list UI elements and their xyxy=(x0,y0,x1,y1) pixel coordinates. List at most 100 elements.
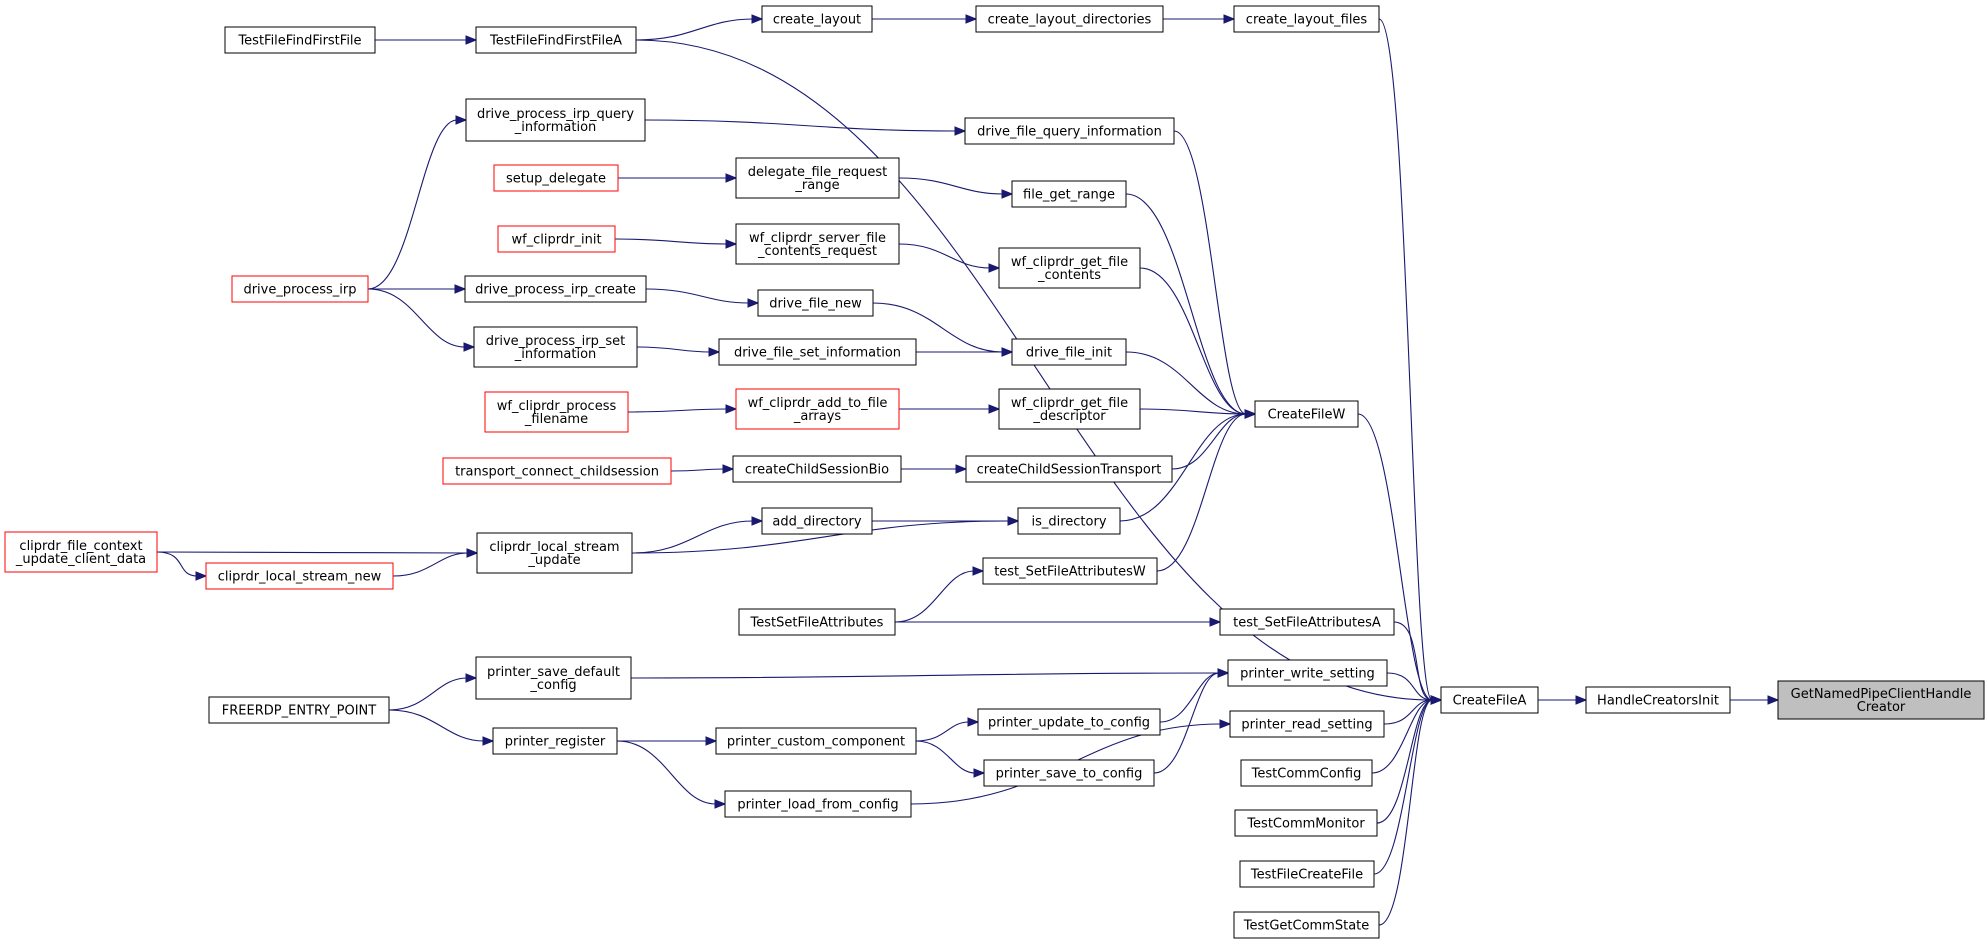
node-box[interactable] xyxy=(1011,180,1127,208)
node-wf-cliprdr-get-file-contents[interactable]: wf_cliprdr_get_file_contents xyxy=(998,247,1141,289)
node-box[interactable] xyxy=(4,531,158,573)
node-create-layout-files[interactable]: create_layout_files xyxy=(1233,5,1380,33)
node-createchildsessiontransport[interactable]: createChildSessionTransport xyxy=(965,455,1173,483)
node-box[interactable] xyxy=(738,608,896,636)
node-printer-write-setting[interactable]: printer_write_setting xyxy=(1227,659,1388,687)
node-box[interactable] xyxy=(998,247,1141,289)
node-file-get-range[interactable]: file_get_range xyxy=(1011,180,1127,208)
node-box[interactable] xyxy=(1234,809,1378,837)
node-box[interactable] xyxy=(465,98,646,142)
node-box[interactable] xyxy=(1240,759,1373,787)
node-handlecreatorsinit[interactable]: HandleCreatorsInit xyxy=(1585,686,1731,714)
node-testgetcommstate[interactable]: TestGetCommState xyxy=(1233,911,1380,939)
node-testcommconfig[interactable]: TestCommConfig xyxy=(1240,759,1373,787)
node-box[interactable] xyxy=(982,557,1158,585)
node-drive-file-new[interactable]: drive_file_new xyxy=(757,289,874,317)
node-box[interactable] xyxy=(1233,5,1380,33)
node-printer-custom-component[interactable]: printer_custom_component xyxy=(715,727,917,755)
node-drive-file-set-information[interactable]: drive_file_set_information xyxy=(718,338,917,366)
node-box[interactable] xyxy=(715,727,917,755)
node-box[interactable] xyxy=(761,5,873,33)
node-cliprdr-local-stream-new[interactable]: cliprdr_local_stream_new xyxy=(205,562,394,590)
node-drive-process-irp-create[interactable]: drive_process_irp_create xyxy=(464,275,647,303)
node-wf-cliprdr-add-to-file-arrays[interactable]: wf_cliprdr_add_to_file_arrays xyxy=(735,388,900,430)
node-box[interactable] xyxy=(977,708,1161,736)
node-drive-file-query-information[interactable]: drive_file_query_information xyxy=(964,117,1175,145)
node-drive-file-init[interactable]: drive_file_init xyxy=(1011,338,1127,366)
node-box[interactable] xyxy=(757,289,874,317)
node-box[interactable] xyxy=(1440,686,1539,714)
node-cliprdr-local-stream-update[interactable]: cliprdr_local_stream_update xyxy=(476,532,633,574)
node-is-directory[interactable]: is_directory xyxy=(1017,507,1121,535)
node-drive-process-irp[interactable]: drive_process_irp xyxy=(231,275,369,303)
node-box[interactable] xyxy=(1219,608,1395,636)
node-box[interactable] xyxy=(964,117,1175,145)
node-test-setfileattributesw[interactable]: test_SetFileAttributesW xyxy=(982,557,1158,585)
node-box[interactable] xyxy=(1011,338,1127,366)
node-box[interactable] xyxy=(735,388,900,430)
node-box[interactable] xyxy=(735,223,900,265)
node-printer-update-to-config[interactable]: printer_update_to_config xyxy=(977,708,1161,736)
node-create-layout-directories[interactable]: create_layout_directories xyxy=(975,5,1164,33)
node-box[interactable] xyxy=(1233,911,1380,939)
node-box[interactable] xyxy=(718,338,917,366)
node-testsetfileattributes[interactable]: TestSetFileAttributes xyxy=(738,608,896,636)
node-printer-read-setting[interactable]: printer_read_setting xyxy=(1229,710,1385,738)
node-box[interactable] xyxy=(1227,659,1388,687)
node-printer-load-from-config[interactable]: printer_load_from_config xyxy=(724,790,912,818)
node-box[interactable] xyxy=(476,532,633,574)
node-test-setfileattributesa[interactable]: test_SetFileAttributesA xyxy=(1219,608,1395,636)
node-wf-cliprdr-get-file-descriptor[interactable]: wf_cliprdr_get_file_descriptor xyxy=(998,388,1141,430)
node-printer-register[interactable]: printer_register xyxy=(492,727,618,755)
node-testfilefindfirstfile[interactable]: TestFileFindFirstFile xyxy=(224,26,376,54)
node-box[interactable] xyxy=(484,391,629,433)
node-box[interactable] xyxy=(497,225,616,253)
node-wf-cliprdr-process-filename[interactable]: wf_cliprdr_process_filename xyxy=(484,391,629,433)
node-box[interactable] xyxy=(1585,686,1731,714)
node-box[interactable] xyxy=(1254,400,1359,428)
node-freerdp-entry-point[interactable]: FREERDP_ENTRY_POINT xyxy=(208,696,390,724)
node-wf-cliprdr-init[interactable]: wf_cliprdr_init xyxy=(497,225,616,253)
node-box[interactable] xyxy=(983,759,1155,787)
node-createfilea[interactable]: CreateFileA xyxy=(1440,686,1539,714)
node-box[interactable] xyxy=(1239,860,1375,888)
node-box[interactable] xyxy=(732,455,902,483)
node-box[interactable] xyxy=(1017,507,1121,535)
node-setup-delegate[interactable]: setup_delegate xyxy=(493,164,619,192)
node-delegate-file-request-range[interactable]: delegate_file_request_range xyxy=(735,157,900,199)
node-box[interactable] xyxy=(473,326,638,368)
node-box[interactable] xyxy=(475,656,632,700)
node-box[interactable] xyxy=(724,790,912,818)
node-box[interactable] xyxy=(205,562,394,590)
node-box[interactable] xyxy=(224,26,376,54)
node-box[interactable] xyxy=(493,164,619,192)
node-create-layout[interactable]: create_layout xyxy=(761,5,873,33)
node-createchildsessionbio[interactable]: createChildSessionBio xyxy=(732,455,902,483)
node-box[interactable] xyxy=(1229,710,1385,738)
node-box[interactable] xyxy=(965,455,1173,483)
node-box[interactable] xyxy=(464,275,647,303)
node-box[interactable] xyxy=(998,388,1141,430)
node-testfilecreatefile[interactable]: TestFileCreateFile xyxy=(1239,860,1375,888)
node-box[interactable] xyxy=(1777,680,1985,720)
node-createfilew[interactable]: CreateFileW xyxy=(1254,400,1359,428)
node-testfilefindfirstfilea[interactable]: TestFileFindFirstFileA xyxy=(475,26,637,54)
node-wf-cliprdr-server-file-contents-request[interactable]: wf_cliprdr_server_file_contents_request xyxy=(735,223,900,265)
node-box[interactable] xyxy=(735,157,900,199)
node-box[interactable] xyxy=(492,727,618,755)
node-testcommmonitor[interactable]: TestCommMonitor xyxy=(1234,809,1378,837)
node-printer-save-default-config[interactable]: printer_save_default_config xyxy=(475,656,632,700)
node-box[interactable] xyxy=(231,275,369,303)
node-box[interactable] xyxy=(475,26,637,54)
node-printer-save-to-config[interactable]: printer_save_to_config xyxy=(983,759,1155,787)
node-box[interactable] xyxy=(761,507,873,535)
node-box[interactable] xyxy=(442,457,672,485)
node-transport-connect-childsession[interactable]: transport_connect_childsession xyxy=(442,457,672,485)
node-drive-process-irp-set-information[interactable]: drive_process_irp_set_information xyxy=(473,326,638,368)
node-box[interactable] xyxy=(975,5,1164,33)
node-drive-process-irp-query-information[interactable]: drive_process_irp_query_information xyxy=(465,98,646,142)
node-add-directory[interactable]: add_directory xyxy=(761,507,873,535)
node-cliprdr-file-context-update-client-data[interactable]: cliprdr_file_context_update_client_data xyxy=(4,531,158,573)
node-box[interactable] xyxy=(208,696,390,724)
